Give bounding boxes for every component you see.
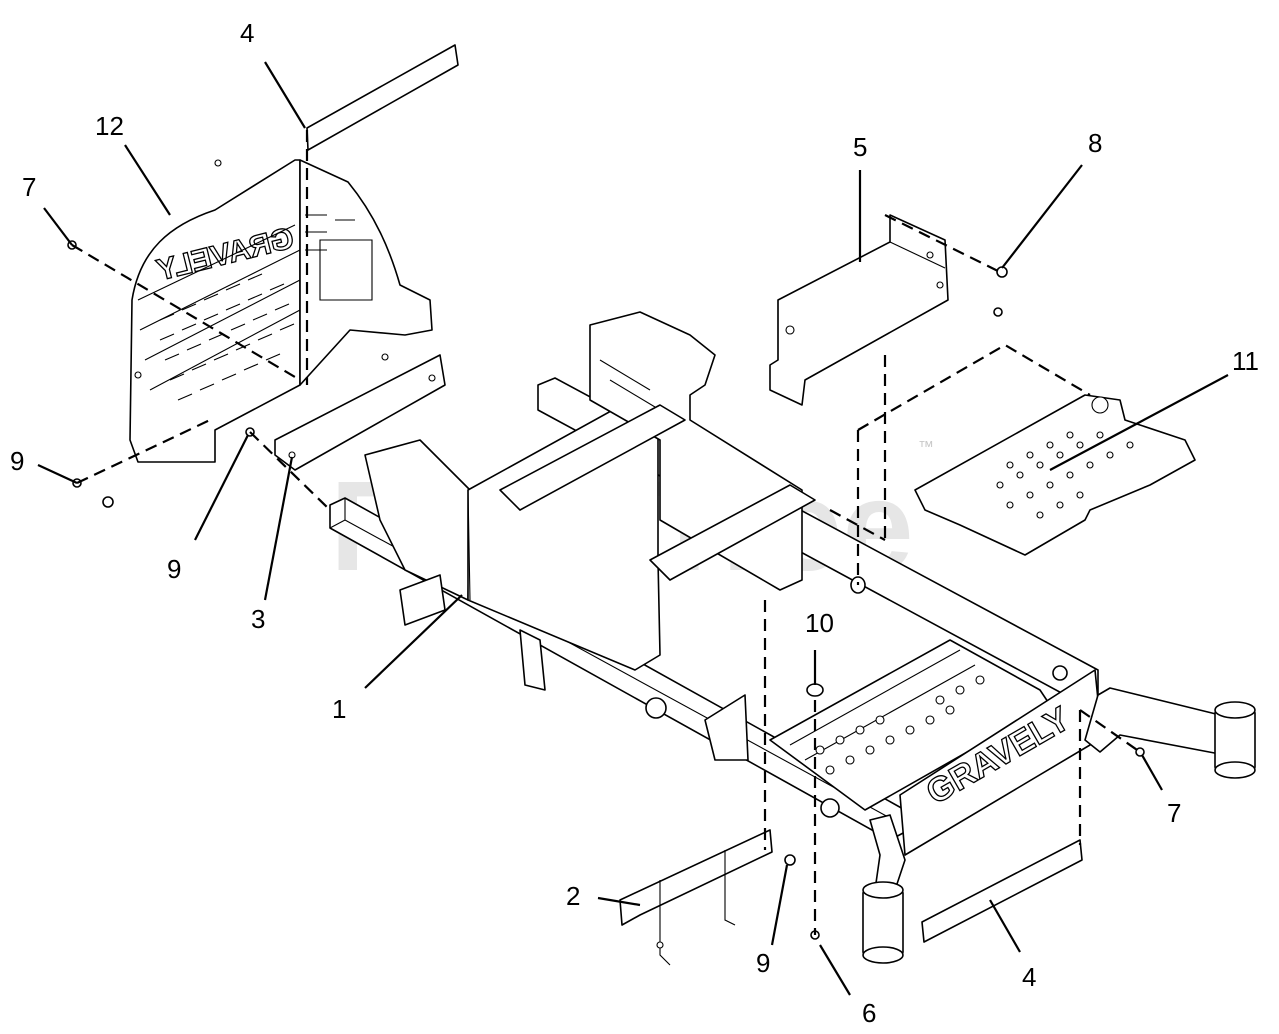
bolt-part-7-right (1135, 747, 1145, 757)
callout-2: 2 (566, 881, 580, 911)
main-frame-part-1: GRAVELY (329, 311, 1256, 964)
foot-plate-part-11 (914, 394, 1196, 556)
trim-strip-top-part-4 (306, 44, 459, 151)
seat-pan-part-12: GRAVELY (129, 159, 433, 463)
leader-lines (37, 61, 1229, 996)
bushing-part-10 (806, 683, 824, 697)
callout-7-right: 7 (1167, 798, 1181, 828)
bolt-part-8 (996, 266, 1008, 278)
callout-4-bottom: 4 (1022, 962, 1036, 992)
trim-strip-bottom-part-4 (921, 839, 1083, 943)
callout-5: 5 (853, 132, 867, 162)
callout-labels: 1 2 3 4 4 5 6 7 7 8 9 9 9 10 11 12 (10, 18, 1259, 1028)
callout-11: 11 (1232, 346, 1259, 376)
callout-12: 12 (95, 111, 124, 141)
watermark-trademark: ™ (918, 439, 934, 456)
bracket-part-3 (274, 354, 446, 471)
alignment-lines (71, 130, 1141, 935)
mount-plate-part-5 (769, 214, 949, 406)
callout-3: 3 (251, 604, 265, 634)
callout-7-left: 7 (22, 172, 36, 202)
nut-left (102, 496, 114, 508)
seat-pan-slots (159, 214, 355, 401)
callout-9-left: 9 (10, 446, 24, 476)
lower-bracket-part-2 (619, 829, 773, 966)
foot-plate-holes (996, 431, 1134, 519)
callout-10: 10 (805, 608, 834, 638)
callout-8: 8 (1088, 128, 1102, 158)
bolt-part-9-bottom (784, 854, 796, 866)
nut-part-8 (993, 307, 1003, 317)
callout-6: 6 (862, 998, 876, 1028)
callout-9-bottom: 9 (756, 948, 770, 978)
callout-9-mid: 9 (167, 554, 181, 584)
callout-1: 1 (332, 694, 346, 724)
callout-4-top: 4 (240, 18, 254, 48)
